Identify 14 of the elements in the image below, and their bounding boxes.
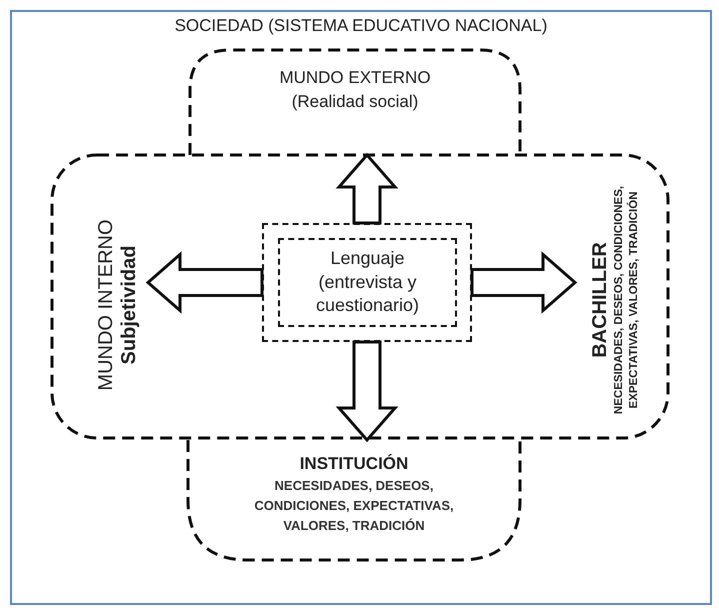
block-arrow bbox=[470, 251, 578, 314]
node-subtitle: Subjetividad bbox=[118, 244, 141, 366]
node-heading: BACHILLER bbox=[588, 241, 612, 360]
node-heading: INSTITUCIÓN bbox=[298, 454, 410, 474]
node-description: NECESIDADES, DESEOS, CONDICIONES, EXPECTATIVAS, VALORES, TRADICIÓN bbox=[253, 477, 455, 536]
node-heading: MUNDO INTERNO bbox=[95, 218, 118, 393]
block-arrow bbox=[336, 340, 398, 442]
title-text: SOCIEDAD (SISTEMA EDUCATIVO NACIONAL) bbox=[174, 16, 548, 36]
dashed-box: Lenguaje (entrevista y cuestionario) bbox=[278, 238, 457, 327]
block-arrow bbox=[336, 152, 398, 224]
node-label: MUNDO EXTERNO (Realidad social) bbox=[278, 67, 432, 113]
dashed-box bbox=[262, 223, 472, 342]
node-description: NECESIDADES, DESEOS, CONDICIONES, EXPECTATIVAS, VALORES, TRADICIÓN bbox=[612, 184, 640, 416]
block-arrow bbox=[146, 251, 264, 314]
